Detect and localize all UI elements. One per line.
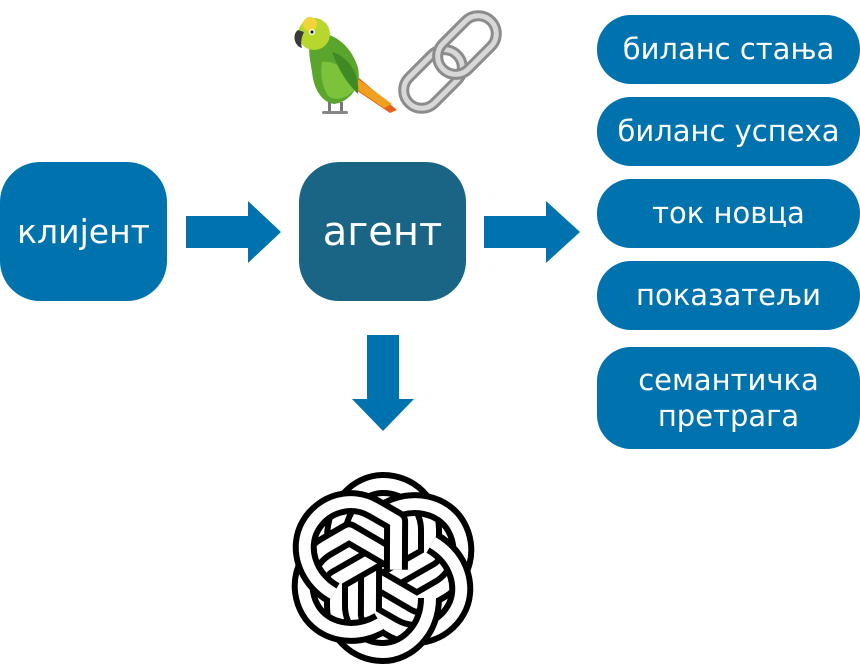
tool-balance-sheet: биланс стања: [597, 15, 860, 84]
tool-income-statement: биланс успеха: [597, 97, 860, 166]
tool-semantic-search: семантичка претрага: [597, 347, 860, 449]
tool-cash-flow: ток новца: [597, 179, 860, 248]
client-label: клијент: [17, 212, 150, 251]
agent-label: агент: [322, 208, 443, 255]
arrow-agent-to-tools: [484, 201, 580, 263]
tool-label: биланс стања: [622, 32, 835, 67]
tool-indicators: показатељи: [597, 261, 860, 330]
tool-label: биланс успеха: [617, 114, 840, 149]
arrow-agent-to-llm: [352, 335, 414, 431]
tool-label: показатељи: [636, 278, 821, 313]
tool-label: ток новца: [652, 196, 805, 231]
agent-node: агент: [299, 162, 466, 301]
client-node: клијент: [0, 162, 167, 301]
arrow-client-to-agent: [186, 201, 281, 263]
tool-label: семантичка претрага: [638, 362, 819, 433]
